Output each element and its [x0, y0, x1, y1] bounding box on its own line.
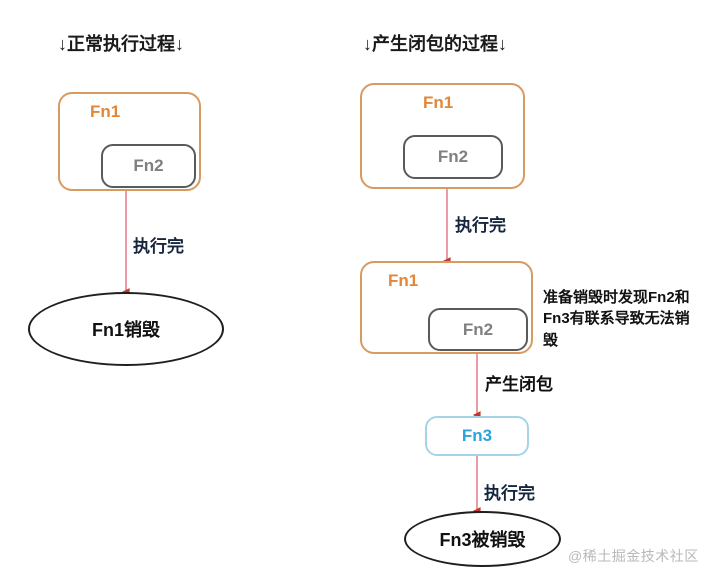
right-edge-label-executed-2: 执行完 — [484, 484, 535, 503]
right-fn1-box-second: Fn1 Fn2 — [360, 261, 533, 354]
right-terminal-label: Fn3被销毁 — [439, 530, 526, 550]
left-fn2-label: Fn2 — [133, 156, 164, 175]
left-fn2-box: Fn2 — [101, 144, 196, 188]
left-fn1-label: Fn1 — [90, 102, 121, 121]
right-fn1-label-second: Fn1 — [388, 271, 419, 290]
right-fn2-label-second: Fn2 — [462, 319, 494, 339]
right-fn2-box-first: Fn2 — [403, 135, 503, 179]
left-fn1-box: Fn1 Fn2 — [58, 92, 201, 191]
right-fn3-box: Fn3 — [425, 416, 529, 456]
left-terminal-ellipse: Fn1销毁 — [28, 292, 224, 366]
right-fn1-box-first: Fn1 Fn2 — [360, 83, 525, 189]
left-edge-label-executed: 执行完 — [133, 237, 184, 256]
right-edge-label-executed-1: 执行完 — [455, 216, 506, 235]
column-title-closure-process: ↓产生闭包的过程↓ — [363, 34, 507, 54]
watermark: @稀土掘金技术社区 — [568, 548, 699, 564]
right-fn2-label-first: Fn2 — [437, 147, 469, 166]
right-terminal-ellipse: Fn3被销毁 — [404, 511, 561, 567]
right-fn3-label: Fn3 — [461, 426, 493, 445]
right-fn1-label-first: Fn1 — [423, 93, 454, 112]
column-title-normal-execution: ↓正常执行过程↓ — [58, 34, 184, 54]
right-fn2-box-second: Fn2 — [428, 308, 528, 351]
left-terminal-label: Fn1销毁 — [91, 320, 160, 340]
right-edge-label-closure: 产生闭包 — [485, 375, 553, 394]
closure-annotation-text: 准备销毁时发现Fn2和Fn3有联系导致无法销毁 — [543, 289, 690, 349]
